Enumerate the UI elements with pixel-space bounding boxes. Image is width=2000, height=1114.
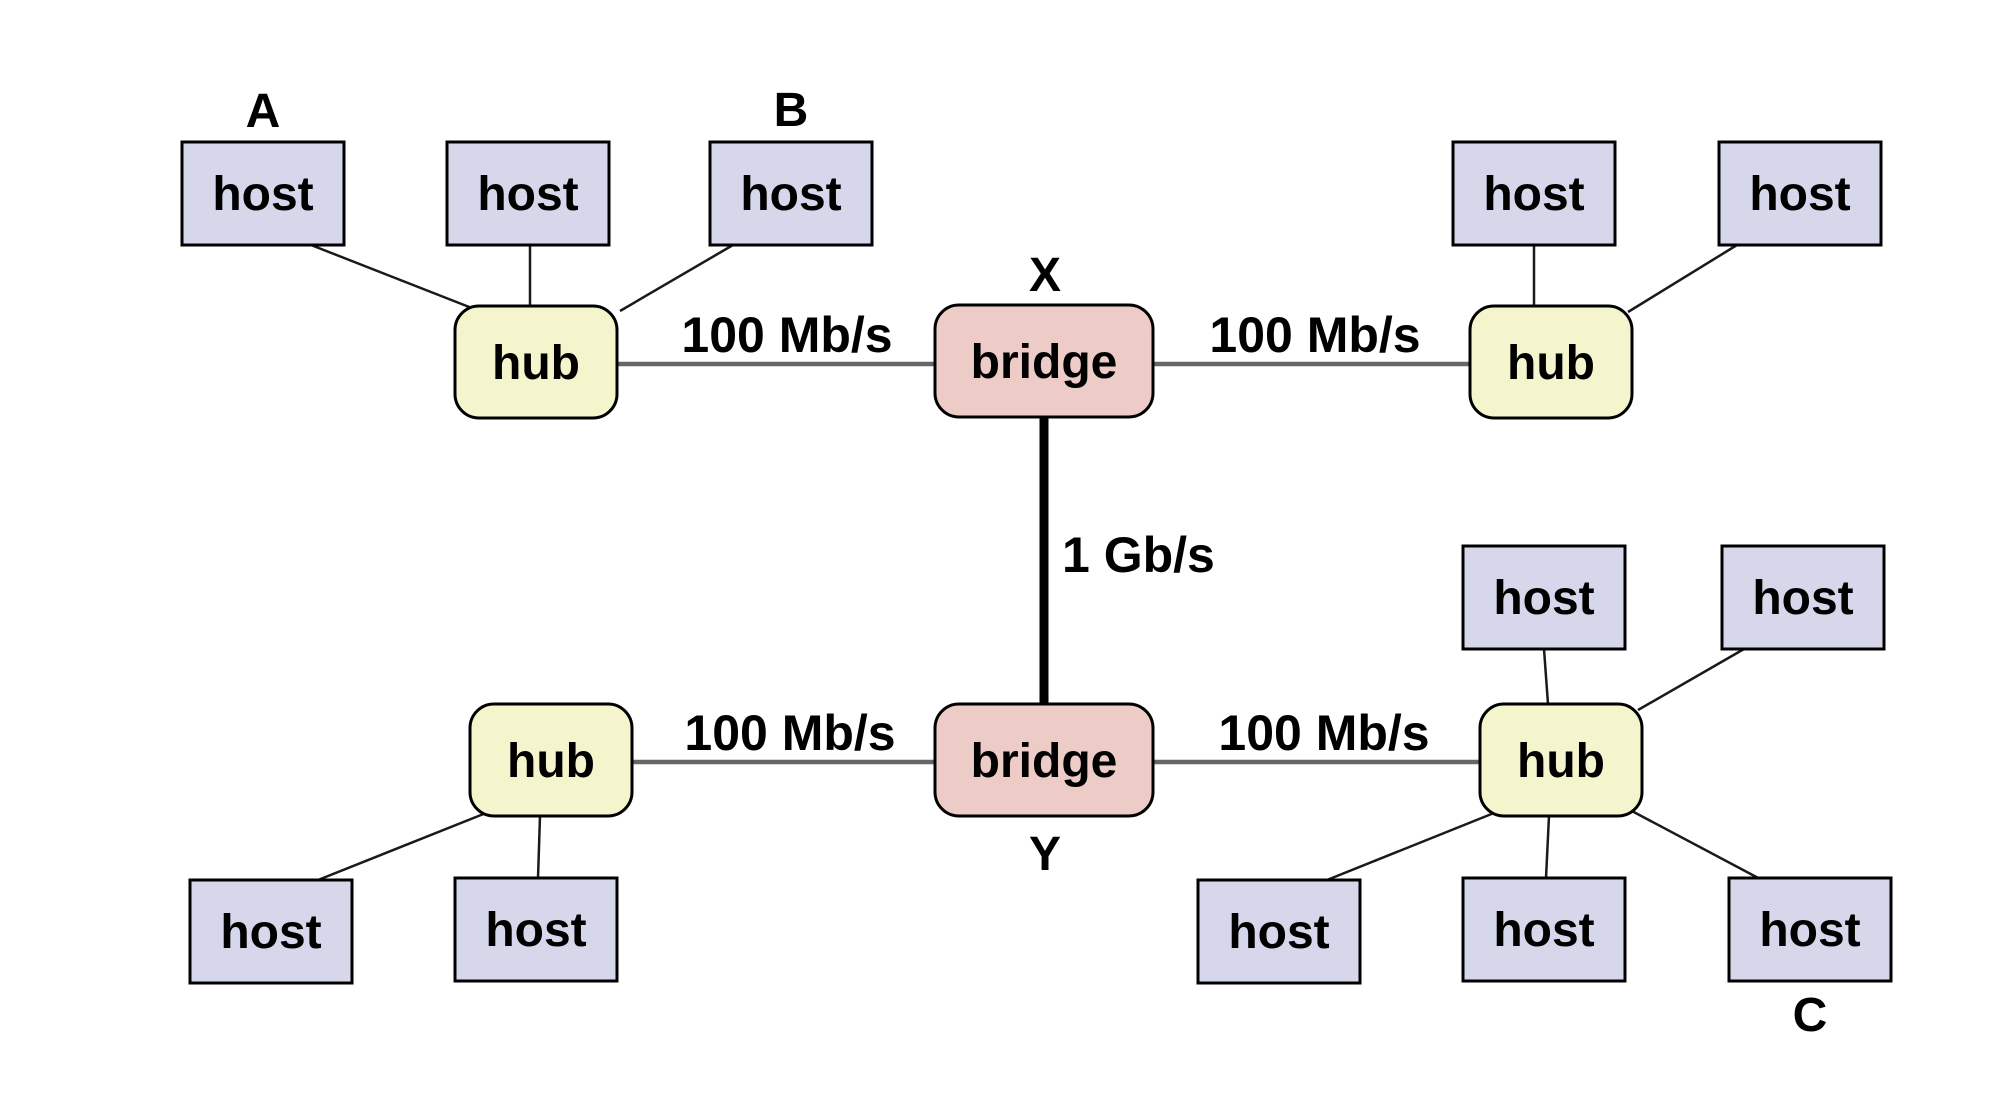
host-box [1461, 544, 1627, 651]
host-node-8: host [1461, 544, 1627, 651]
hub-label: hub [1517, 735, 1605, 788]
host-node-a: host [180, 140, 346, 247]
host-box [188, 878, 354, 985]
host-node-9: host [1720, 544, 1886, 651]
host-box [453, 876, 619, 983]
speed-label-topright: 100 Mb/s [1209, 307, 1420, 363]
host-label: host [1493, 904, 1594, 957]
host-label: host [485, 904, 586, 957]
hub-box [453, 304, 619, 420]
link-host-b-to-hub-topleft [619, 243, 734, 313]
hub-node-bottomleft: hub [468, 702, 634, 818]
link-host-a-to-hub-topleft [310, 243, 483, 314]
hub-node-topright: hub [1468, 304, 1634, 420]
host-label: host [1493, 572, 1594, 625]
host-node-5: host [1717, 140, 1883, 247]
host-box [1727, 876, 1893, 983]
host-label: host [740, 168, 841, 221]
host-box [1451, 140, 1617, 247]
hub-label: hub [507, 735, 595, 788]
bridge-node-y: bridge [933, 702, 1155, 818]
host-label: host [1483, 168, 1584, 221]
host-box [445, 140, 611, 247]
annotation-host-b: B [774, 84, 809, 137]
host-label: host [1759, 904, 1860, 957]
host-node-6: host [188, 878, 354, 985]
host-box [1717, 140, 1883, 247]
link-host9-to-hub-bottomright [1637, 647, 1745, 712]
host-hub-links [310, 243, 1763, 884]
host-node-10: host [1196, 878, 1362, 985]
hub-bridge-links [617, 361, 1480, 765]
speed-label-backbone: 1 Gb/s [1062, 527, 1215, 583]
host-box [1720, 544, 1886, 651]
bridge-node-x: bridge [933, 303, 1155, 419]
host-node-c: host [1727, 876, 1893, 983]
link-hub-bottomright-to-host-c [1629, 808, 1763, 882]
host-box [180, 140, 346, 247]
host-node-4: host [1451, 140, 1617, 247]
link-hub-bottomright-to-host11 [1544, 815, 1551, 879]
hub-label: hub [492, 337, 580, 390]
annotation-host-a: A [246, 85, 281, 138]
host-label: host [220, 906, 321, 959]
hub-box [1478, 702, 1644, 818]
host-box [1196, 878, 1362, 985]
annotation-host-c: C [1793, 989, 1828, 1042]
bridge-label: bridge [971, 735, 1118, 788]
hub-node-topleft: hub [453, 304, 619, 420]
host-label: host [1749, 168, 1850, 221]
host-label: host [1752, 572, 1853, 625]
annotation-bridge-y: Y [1029, 828, 1061, 881]
link-hub-bottomleft-to-host6 [312, 811, 487, 884]
hub-box [1468, 304, 1634, 420]
hub-node-bottomright: hub [1478, 702, 1644, 818]
host-label: host [477, 168, 578, 221]
link-hub-bottomleft-to-host7 [536, 815, 542, 879]
speed-label-bottomright: 100 Mb/s [1218, 705, 1429, 761]
hub-box [468, 702, 634, 818]
host-label: host [212, 168, 313, 221]
host-node-11: host [1461, 876, 1627, 983]
bridge-box [933, 303, 1155, 419]
annotation-bridge-x: X [1029, 249, 1061, 302]
host-node-7: host [453, 876, 619, 983]
host-node-b: host [708, 140, 874, 247]
bridge-box [933, 702, 1155, 818]
host-node-2: host [445, 140, 611, 247]
link-hub-bottomright-to-host10 [1321, 811, 1495, 884]
link-host5-to-hub-topright [1627, 243, 1738, 314]
host-box [708, 140, 874, 247]
bridge-label: bridge [971, 336, 1118, 389]
speed-label-topleft: 100 Mb/s [681, 307, 892, 363]
host-box [1461, 876, 1627, 983]
link-host8-to-hub-bottomright [1542, 648, 1550, 705]
host-label: host [1228, 906, 1329, 959]
speed-label-bottomleft: 100 Mb/s [684, 705, 895, 761]
hub-label: hub [1507, 337, 1595, 390]
